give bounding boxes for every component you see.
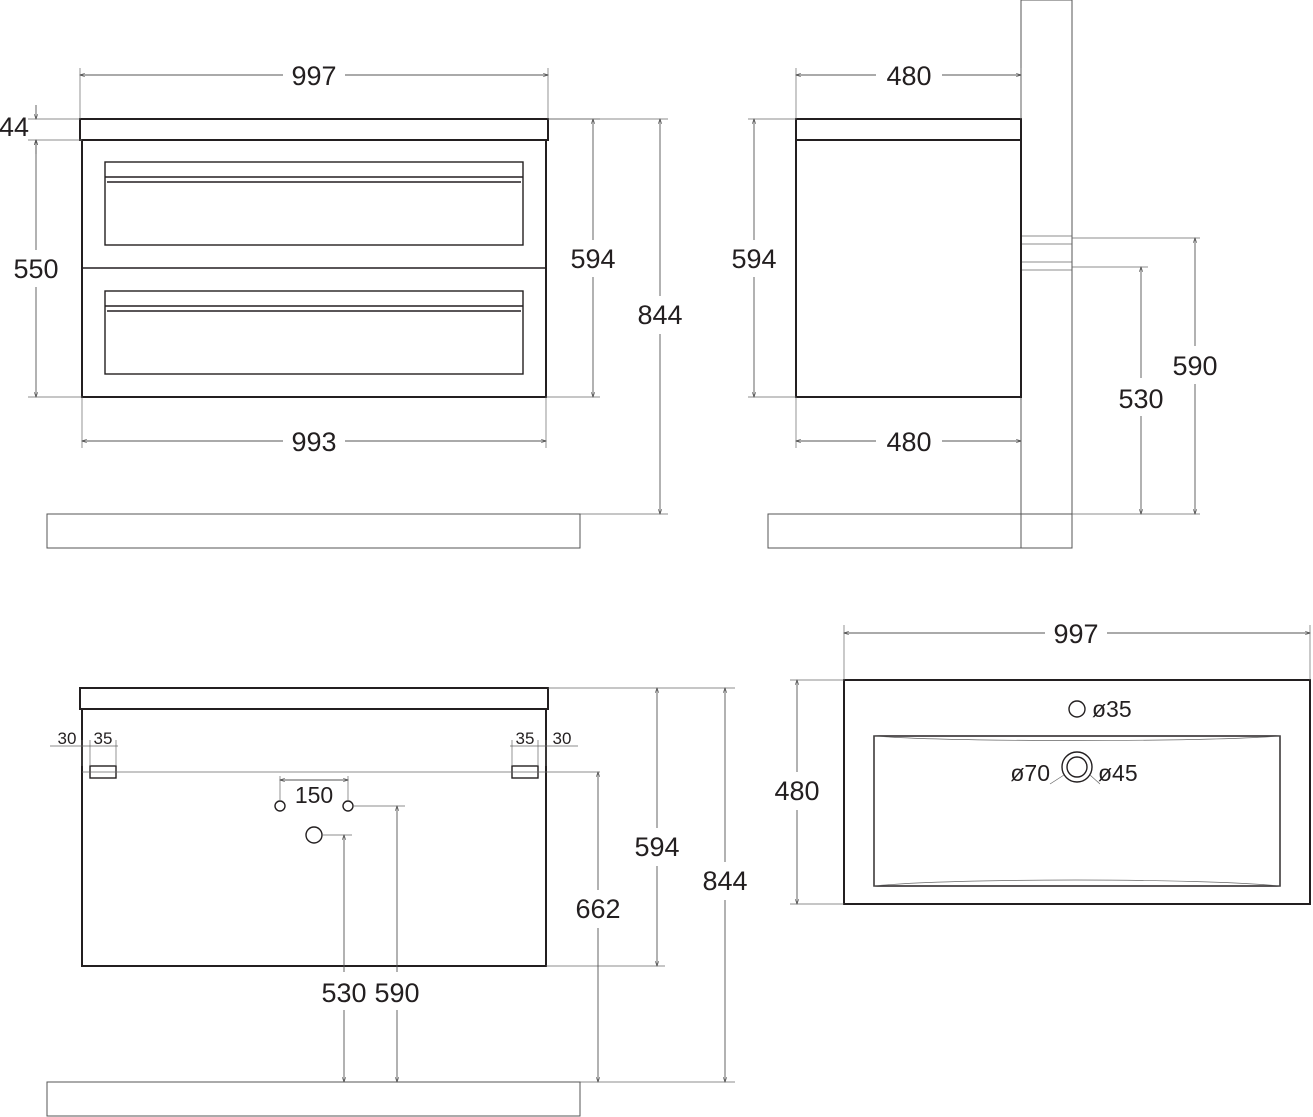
dim-rear-hole-spacing: 150 (295, 782, 333, 808)
drawer-top-front (104, 161, 524, 246)
front-countertop (79, 118, 549, 141)
dim-front-total-height: 844 (637, 300, 682, 330)
label-tap-hole: ø35 (1092, 696, 1132, 722)
floor-hatch-side (767, 513, 1073, 549)
rear-cabinet-body (81, 708, 547, 967)
dim-rear-left-mount: 35 (94, 729, 113, 748)
drain-inner (1066, 756, 1088, 778)
supply-hole-left (274, 800, 286, 812)
floor-hatch-rear (46, 1081, 581, 1117)
dim-rear-right-mount: 35 (516, 729, 535, 748)
dim-top-depth: 480 (774, 776, 819, 806)
dim-front-top-thickness: 44 (0, 112, 29, 142)
dim-rear-drain-height: 530 (321, 978, 366, 1008)
side-countertop (795, 118, 1022, 141)
dim-rear-right-edge: 30 (553, 729, 572, 748)
dim-rear-mount-height: 662 (575, 894, 620, 924)
dim-side-pipe-high: 590 (1172, 351, 1217, 381)
side-cabinet-body (795, 139, 1022, 398)
dim-side-depth-bottom: 480 (886, 427, 931, 457)
dim-front-body-height: 550 (13, 254, 58, 284)
drawer-bottom-front (104, 290, 524, 375)
dim-rear-total-height: 844 (702, 866, 747, 896)
dim-front-cabinet-height: 594 (570, 244, 615, 274)
tap-hole (1068, 700, 1086, 718)
front-view: 997 44 550 594 844 993 (0, 61, 683, 549)
rear-view: 30 35 35 30 150 530 590 594 (46, 687, 748, 1117)
top-view: ø35 ø70 ø45 997 480 (774, 619, 1311, 905)
wall-hatch (1020, 0, 1073, 549)
dim-side-pipe-low: 530 (1118, 384, 1163, 414)
dim-side-depth-top: 480 (886, 61, 931, 91)
dim-rear-cabinet-height: 594 (634, 832, 679, 862)
dim-front-width-top: 997 (291, 61, 336, 91)
floor-hatch-front (46, 513, 581, 549)
dim-rear-supply-height: 590 (374, 978, 419, 1008)
drain-outer (1061, 751, 1093, 783)
supply-hole-right (342, 800, 354, 812)
basin-top-outline (843, 679, 1311, 905)
rear-countertop (79, 687, 549, 710)
side-view: 480 594 480 530 590 (731, 0, 1218, 549)
dim-front-width-bottom: 993 (291, 427, 336, 457)
label-drain-inner: ø45 (1098, 760, 1138, 786)
label-drain-outer: ø70 (1010, 760, 1050, 786)
dim-top-width: 997 (1053, 619, 1098, 649)
dim-side-height: 594 (731, 244, 776, 274)
dim-rear-left-edge: 30 (58, 729, 77, 748)
